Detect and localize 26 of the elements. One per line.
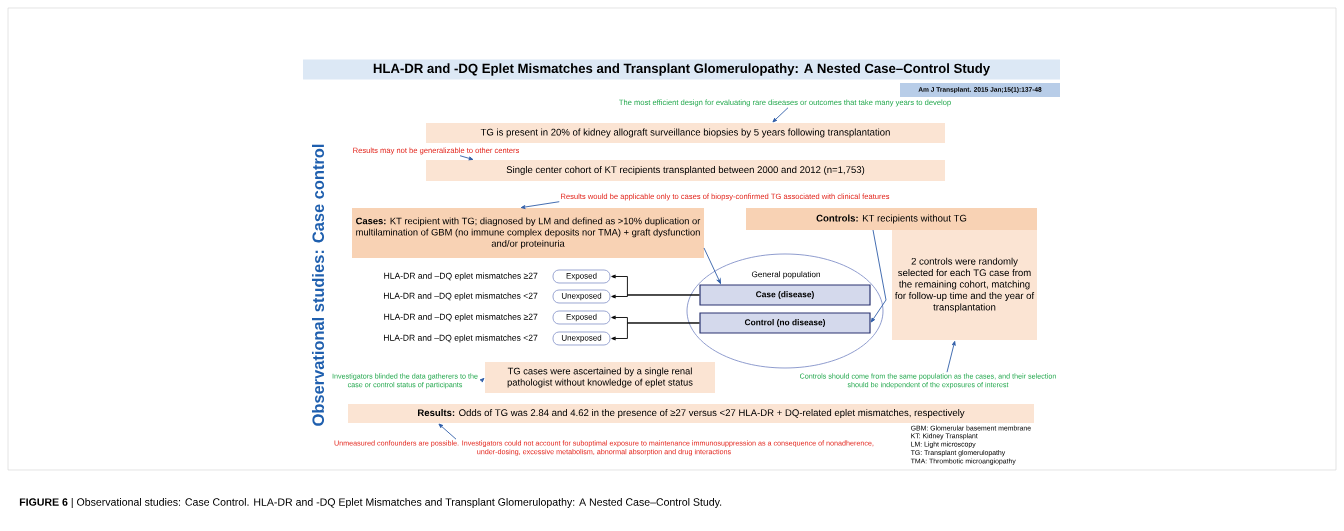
arrow bbox=[520, 201, 560, 209]
results-box: Results: Odds of TG was 2.84 and 4.62 in the presence of ≥27 versus <27 HLA-DR + DQ-related eplet mismatches, respectively bbox=[348, 404, 1034, 423]
arrow bbox=[772, 107, 789, 123]
finding-box: Single center cohort of KT recipients transplanted between 2000 and 2012 (n=1,753) bbox=[426, 160, 945, 181]
arrow bbox=[946, 340, 956, 373]
side-heading: Observational studies: Case control bbox=[312, 144, 325, 426]
row-label: HLA-DR and –DQ eplet mismatches <27 bbox=[384, 334, 538, 343]
arrow bbox=[459, 155, 474, 161]
arrow bbox=[479, 377, 485, 383]
arrow bbox=[438, 423, 457, 440]
matching-box: 2 controls were randomly selected for each TG case from the remaining cohort, matching for follow-up time and the year of transplantation bbox=[892, 230, 1037, 340]
caption: FIGURE 6 | Observational studies: Case Control. HLA-DR and -DQ Eplet Mismatches and Transplant Glomerulopathy: A Nested Case–Control Study. bbox=[19, 498, 722, 508]
controls-box: Controls: KT recipients without TG bbox=[746, 208, 1037, 230]
finding-box: TG is present in 20% of kidney allograft surveillance biopsies by 5 years following transplantation bbox=[426, 123, 945, 143]
title-band: HLA-DR and -DQ Eplet Mismatches and Transplant Glomerulopathy: A Nested Case–Control Study bbox=[303, 59, 1060, 80]
arrow bbox=[611, 322, 700, 341]
control-box: Control (no disease) bbox=[699, 312, 871, 334]
arrow bbox=[870, 229, 887, 323]
finding-box: TG cases were ascertained by a single renal pathologist without knowledge of eplet status bbox=[485, 362, 715, 393]
cases-box: Cases: KT recipient with TG; diagnosed by LM and defined as >10% duplication or multilamination of GBM (no immune complex deposits nor TMA) + graft dysfunction and/or proteinuria bbox=[352, 208, 704, 258]
arrow bbox=[703, 247, 721, 284]
row-label: HLA-DR and –DQ eplet mismatches <27 bbox=[384, 292, 538, 301]
row-label: HLA-DR and –DQ eplet mismatches ≥27 bbox=[384, 272, 538, 281]
arrow bbox=[611, 294, 700, 299]
row-label: HLA-DR and –DQ eplet mismatches ≥27 bbox=[384, 313, 538, 322]
case-box: Case (disease) bbox=[699, 284, 871, 306]
